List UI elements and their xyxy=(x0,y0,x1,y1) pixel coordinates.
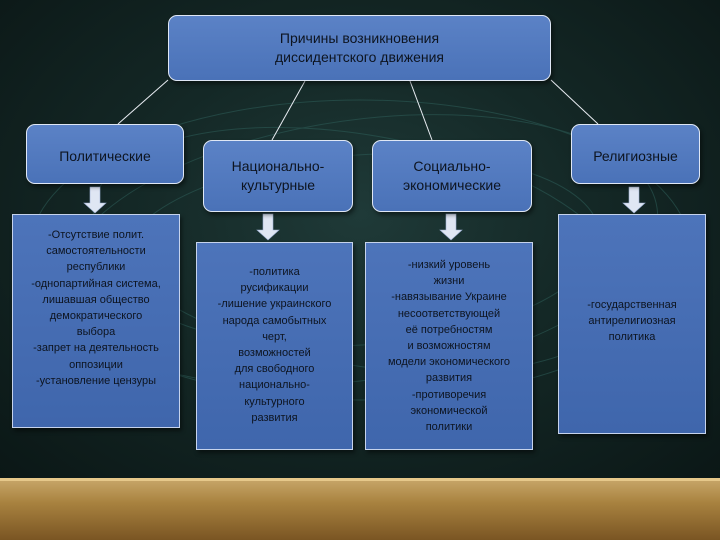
detail-line: возможностей xyxy=(238,347,311,360)
detail-line: экономической xyxy=(410,404,488,417)
detail-line: лишавшая общество xyxy=(42,293,150,306)
detail-line: модели экономического xyxy=(387,356,511,369)
detail-line: самостоятельности xyxy=(46,245,146,258)
category-label: Социально- xyxy=(413,158,491,174)
details-religious: -государственная антирелигиозная политик… xyxy=(558,214,706,434)
title-line: Причины возникновения xyxy=(279,30,440,46)
connector-national xyxy=(271,80,306,141)
detail-line: -Отсутствие полит. xyxy=(47,229,145,241)
connector-lines xyxy=(83,79,646,241)
category-label: экономические xyxy=(403,177,501,193)
detail-line: развития xyxy=(251,411,298,424)
detail-line: политика xyxy=(608,331,656,344)
category-religious: Религиозные xyxy=(571,124,700,184)
detail-line: выбора xyxy=(76,326,116,339)
detail-line: республики xyxy=(66,261,126,274)
down-arrow-icon xyxy=(83,186,107,214)
connector-political xyxy=(117,79,169,125)
down-arrow-icon xyxy=(256,213,280,241)
connector-social xyxy=(409,80,433,141)
category-political: Политические xyxy=(26,124,184,184)
down-arrow-icon xyxy=(622,186,646,214)
detail-line: для свободного xyxy=(234,363,315,376)
detail-line: политики xyxy=(425,421,473,434)
category-label: Религиозные xyxy=(593,148,678,164)
detail-line: жизни xyxy=(433,275,465,288)
category-label: культурные xyxy=(240,177,316,193)
category-socio-economic: Социально- экономические xyxy=(372,140,532,212)
detail-line: -государственная xyxy=(587,299,677,311)
detail-line: несоответствующей xyxy=(397,307,501,320)
footer-band xyxy=(0,478,720,540)
detail-line: национально- xyxy=(239,379,310,392)
category-label: Национально- xyxy=(231,158,325,174)
detail-line: -лишение украинского xyxy=(217,298,332,311)
detail-line: оппозиции xyxy=(69,358,123,371)
detail-line: антирелигиозная xyxy=(588,315,676,328)
details-political: -Отсутствие полит. самостоятельности рес… xyxy=(12,214,180,428)
detail-line: -низкий уровень xyxy=(407,259,491,271)
detail-line: демократического xyxy=(49,310,143,323)
detail-line: культурного xyxy=(244,395,305,408)
detail-line: -однопартийная система, xyxy=(31,277,161,290)
detail-line: -установление цензуры xyxy=(36,374,156,387)
title-box: Причины возникновения диссидентского дви… xyxy=(168,15,551,81)
details-national-cultural: -политика русификации -лишение украинско… xyxy=(196,242,353,450)
detail-line: -противоречия xyxy=(411,388,487,401)
detail-line: и возможностям xyxy=(407,340,491,353)
detail-line: её потребностям xyxy=(405,323,493,336)
detail-line: народа самобытных xyxy=(222,314,327,327)
detail-line: -запрет на деятельность xyxy=(33,342,159,355)
detail-line: -политика xyxy=(249,266,300,278)
connector-religious xyxy=(550,79,599,125)
detail-line: русификации xyxy=(240,282,309,295)
title-line: диссидентского движения xyxy=(274,49,444,65)
detail-line: -навязывание Украине xyxy=(391,291,507,304)
category-national-cultural: Национально- культурные xyxy=(203,140,353,212)
detail-line: развития xyxy=(425,372,473,385)
category-label: Политические xyxy=(59,148,151,164)
title-text: Причины возникновения диссидентского дви… xyxy=(275,29,444,67)
down-arrow-icon xyxy=(439,213,463,241)
details-socio-economic: -низкий уровень жизни -навязывание Украи… xyxy=(365,242,533,450)
detail-line: черт, xyxy=(262,330,287,343)
